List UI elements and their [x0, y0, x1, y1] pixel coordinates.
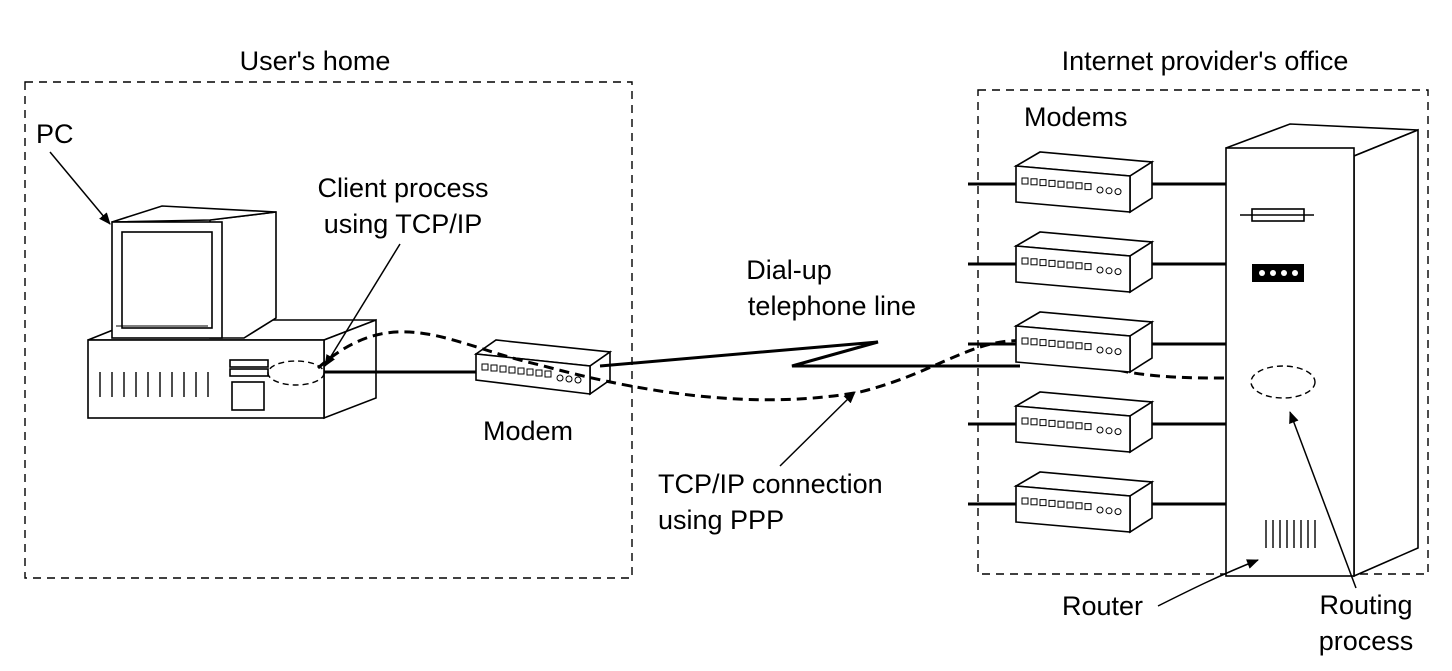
client-process-arrow [324, 243, 401, 367]
isp-office-title: Internet provider's office [1062, 46, 1349, 76]
router-label: Router [1062, 591, 1143, 621]
modem-label: Modem [483, 416, 573, 446]
router-arrow [1157, 559, 1259, 607]
isp-modem-2-icon [968, 231, 1226, 294]
tcpip-connection-path [317, 330, 1251, 402]
dialup-label-1: Dial-up [746, 255, 832, 285]
user-modem-icon [473, 339, 613, 396]
isp-modem-1-icon [968, 151, 1226, 214]
client-process-label-2: using TCP/IP [324, 209, 483, 239]
pc-arrow [49, 151, 111, 225]
isp-modem-4-icon [968, 391, 1226, 454]
routing-process-ellipse [1250, 365, 1316, 399]
isp-office-box [977, 89, 1429, 575]
router-tower-icon [1225, 123, 1419, 578]
users-home-box [24, 81, 633, 579]
pc-computer-icon [87, 205, 377, 420]
pc-label: PC [36, 119, 74, 149]
isp-modem-3-icon [968, 311, 1226, 374]
modems-label: Modems [1024, 102, 1128, 132]
routing-label-1: Routing [1319, 590, 1412, 620]
dialup-label-2: telephone line [748, 291, 916, 321]
isp-modems-group [968, 151, 1226, 534]
users-home-title: User's home [240, 46, 391, 76]
dialup-line [599, 340, 1020, 368]
routing-arrow [1289, 411, 1357, 589]
routing-label-2: process [1319, 626, 1414, 656]
client-process-label-1: Client process [317, 173, 488, 203]
tcpip-label-2: using PPP [658, 505, 784, 535]
tcpip-arrow [779, 391, 856, 467]
isp-modem-5-icon [968, 471, 1226, 534]
tcpip-label-1: TCP/IP connection [658, 469, 883, 499]
